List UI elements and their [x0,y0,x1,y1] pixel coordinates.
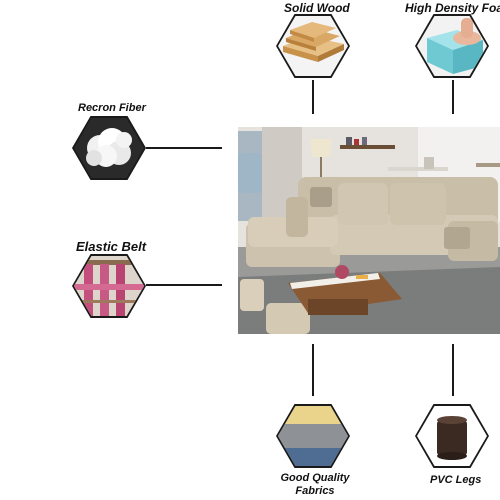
sofa-room-photo [238,127,500,334]
fabric-layers-icon [276,404,350,468]
recron-fiber-label: Recron Fiber [78,102,146,114]
pvc-leg-icon [415,404,489,468]
solid-wood-label: Solid Wood [284,1,350,15]
foam-block-icon [415,14,489,78]
good-quality-fabrics-connector [312,344,314,396]
good-quality-fabrics-label-line2: Fabrics [295,484,335,497]
high-density-foam-connector [452,80,454,114]
elastic-belt-label: Elastic Belt [76,239,147,254]
good-quality-fabrics-label: Good Quality Fabrics [276,472,354,497]
elastic-belt-icon [72,254,146,318]
good-quality-fabrics-label-line1: Good Quality [280,472,350,484]
elastic-belt-connector [146,284,222,286]
wood-planks-icon [276,14,350,78]
high-density-foam-label: High Density Foam [405,1,500,15]
solid-wood-connector [312,80,314,114]
recron-fiber-connector [146,147,222,149]
pvc-legs-connector [452,344,454,396]
fiber-cotton-icon [72,116,146,180]
pvc-legs-label: PVC Legs [430,474,482,486]
